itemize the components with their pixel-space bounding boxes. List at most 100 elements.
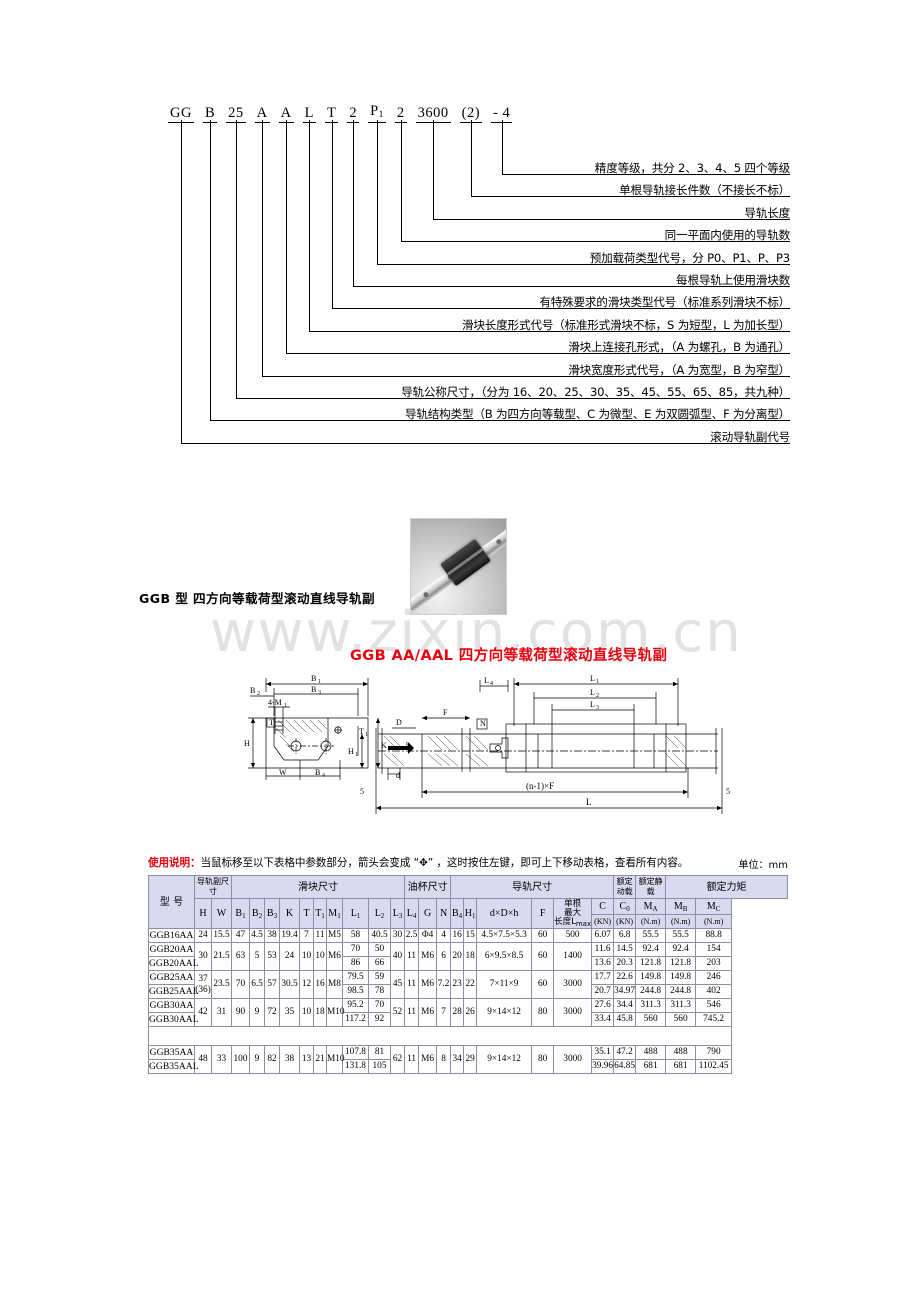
cell-M1: M10 bbox=[326, 1045, 345, 1074]
callout-line-11 bbox=[210, 420, 790, 422]
cell-C0: 47.2 bbox=[613, 1045, 637, 1060]
group-header-4: 导轨尺寸 bbox=[450, 875, 615, 899]
cell-T1: 10 bbox=[313, 942, 327, 971]
svg-text:1: 1 bbox=[596, 679, 599, 685]
group-header-2: 滑块尺寸 bbox=[230, 875, 406, 899]
cell-T1: 16 bbox=[313, 970, 327, 999]
cell-F: 80 bbox=[531, 998, 555, 1027]
cell-MB: 55.5 bbox=[665, 928, 697, 943]
sub-header-F: F bbox=[531, 898, 555, 929]
cell-F: 60 bbox=[531, 942, 555, 971]
cell-K: 38 bbox=[279, 1045, 300, 1074]
unit-header-23: (N.m) bbox=[665, 914, 697, 929]
designation-description-2: 导轨长度 bbox=[744, 205, 790, 220]
cell-W: 33 bbox=[211, 1045, 232, 1074]
cell-F: 60 bbox=[531, 928, 555, 943]
sub-header-C: C bbox=[591, 897, 615, 916]
callout-line-1 bbox=[470, 196, 790, 198]
svg-text:T: T bbox=[359, 727, 364, 736]
cell-B3: 53 bbox=[264, 942, 280, 971]
drawing-svg: B 1 B 3 B 2 4-M 1 bbox=[244, 674, 730, 814]
cell-C: 27.6 bbox=[591, 998, 615, 1013]
cell-C0: 20.3 bbox=[613, 956, 637, 971]
cell-M1: M6 bbox=[326, 942, 343, 971]
leader-line-1 bbox=[470, 120, 472, 197]
cell-L1: 117.2 bbox=[342, 1012, 369, 1027]
svg-text:L: L bbox=[590, 700, 595, 709]
cell-L2: 59 bbox=[368, 970, 391, 985]
leader-line-8 bbox=[286, 120, 288, 354]
cell-model: GGB16AA bbox=[148, 928, 195, 943]
cell-C: 39.96 bbox=[591, 1059, 615, 1074]
sub-header-MA: MA bbox=[635, 897, 667, 916]
designation-description-3: 同一平面内使用的导轨数 bbox=[664, 228, 791, 243]
table-row-gap bbox=[147, 1026, 788, 1046]
cell-MA: 311.3 bbox=[635, 998, 667, 1013]
sub-header-B2: B2 bbox=[249, 898, 265, 929]
cell-T1: 21 bbox=[313, 1045, 327, 1074]
cell-H1: 26 bbox=[463, 998, 478, 1027]
cell-K: 35 bbox=[279, 998, 300, 1027]
sub-header-B3: B3 bbox=[264, 898, 280, 929]
callout-line-2 bbox=[433, 218, 790, 220]
sub-header-H: H bbox=[194, 898, 212, 929]
leader-line-4 bbox=[376, 120, 378, 264]
sub-header-d-D-h: d×D×h bbox=[476, 898, 533, 929]
callout-line-12 bbox=[180, 442, 790, 444]
cell-MA: 149.8 bbox=[635, 970, 667, 985]
cell-G: M6 bbox=[418, 998, 438, 1027]
cell-C0: 6.8 bbox=[613, 928, 637, 943]
cell-G: M6 bbox=[418, 942, 438, 971]
cell-N: 4 bbox=[436, 928, 452, 943]
cell-MB: 311.3 bbox=[665, 998, 697, 1013]
designation-description-6: 有特殊要求的滑块类型代号（标准系列滑块不标） bbox=[539, 295, 790, 310]
leader-line-5 bbox=[353, 120, 355, 286]
cell-L2: 70 bbox=[368, 998, 391, 1013]
cell-model: GGB20AA bbox=[148, 942, 195, 957]
sub-header-H1: H1 bbox=[463, 898, 478, 929]
sub-header-B4: B4 bbox=[450, 898, 465, 929]
cell-L1: 107.8 bbox=[342, 1045, 369, 1060]
cell-dDh: 4.5×7.5×5.3 bbox=[476, 928, 533, 943]
designation-description-8: 滑块上连接孔形式，（A 为螺孔，B 为通孔） bbox=[568, 340, 790, 355]
svg-text:d: d bbox=[396, 771, 400, 780]
cell-L1: 98.5 bbox=[342, 984, 369, 999]
unit-note: 单位：mm bbox=[738, 860, 788, 871]
svg-text:B: B bbox=[311, 685, 316, 694]
cell-model: GGB30AAL bbox=[148, 1012, 199, 1027]
leader-line-2 bbox=[433, 120, 435, 219]
cell-MB: 488 bbox=[665, 1045, 697, 1060]
cell-N: 6 bbox=[436, 942, 452, 971]
cell-H: 48 bbox=[194, 1045, 212, 1074]
svg-text:1: 1 bbox=[284, 703, 287, 709]
callout-line-8 bbox=[286, 353, 790, 355]
sub-header-MB: MB bbox=[665, 897, 697, 916]
cell-H1: 22 bbox=[463, 970, 478, 999]
cell-Lmax: 3000 bbox=[553, 1045, 593, 1074]
svg-text:L: L bbox=[590, 688, 595, 697]
cell-W: 21.5 bbox=[211, 942, 232, 971]
designation-description-11: 导轨结构类型（B 为四方向等载型、C 为微型、E 为双圆弧型、F 为分离型） bbox=[405, 407, 790, 422]
group-header-5: 额定动载 bbox=[613, 875, 637, 899]
svg-text:2: 2 bbox=[596, 693, 599, 699]
cell-B1: 47 bbox=[231, 928, 250, 943]
cell-model: GGB25AA bbox=[148, 970, 195, 985]
designation-description-5: 每根导轨上使用滑块数 bbox=[676, 273, 790, 287]
cell-B2: 9 bbox=[249, 998, 265, 1027]
cell-L2: 50 bbox=[368, 942, 391, 957]
sub-header-L4: L4 bbox=[404, 898, 420, 929]
group-header-0: 型 号 bbox=[148, 875, 195, 929]
cell-T1: 18 bbox=[313, 998, 327, 1027]
